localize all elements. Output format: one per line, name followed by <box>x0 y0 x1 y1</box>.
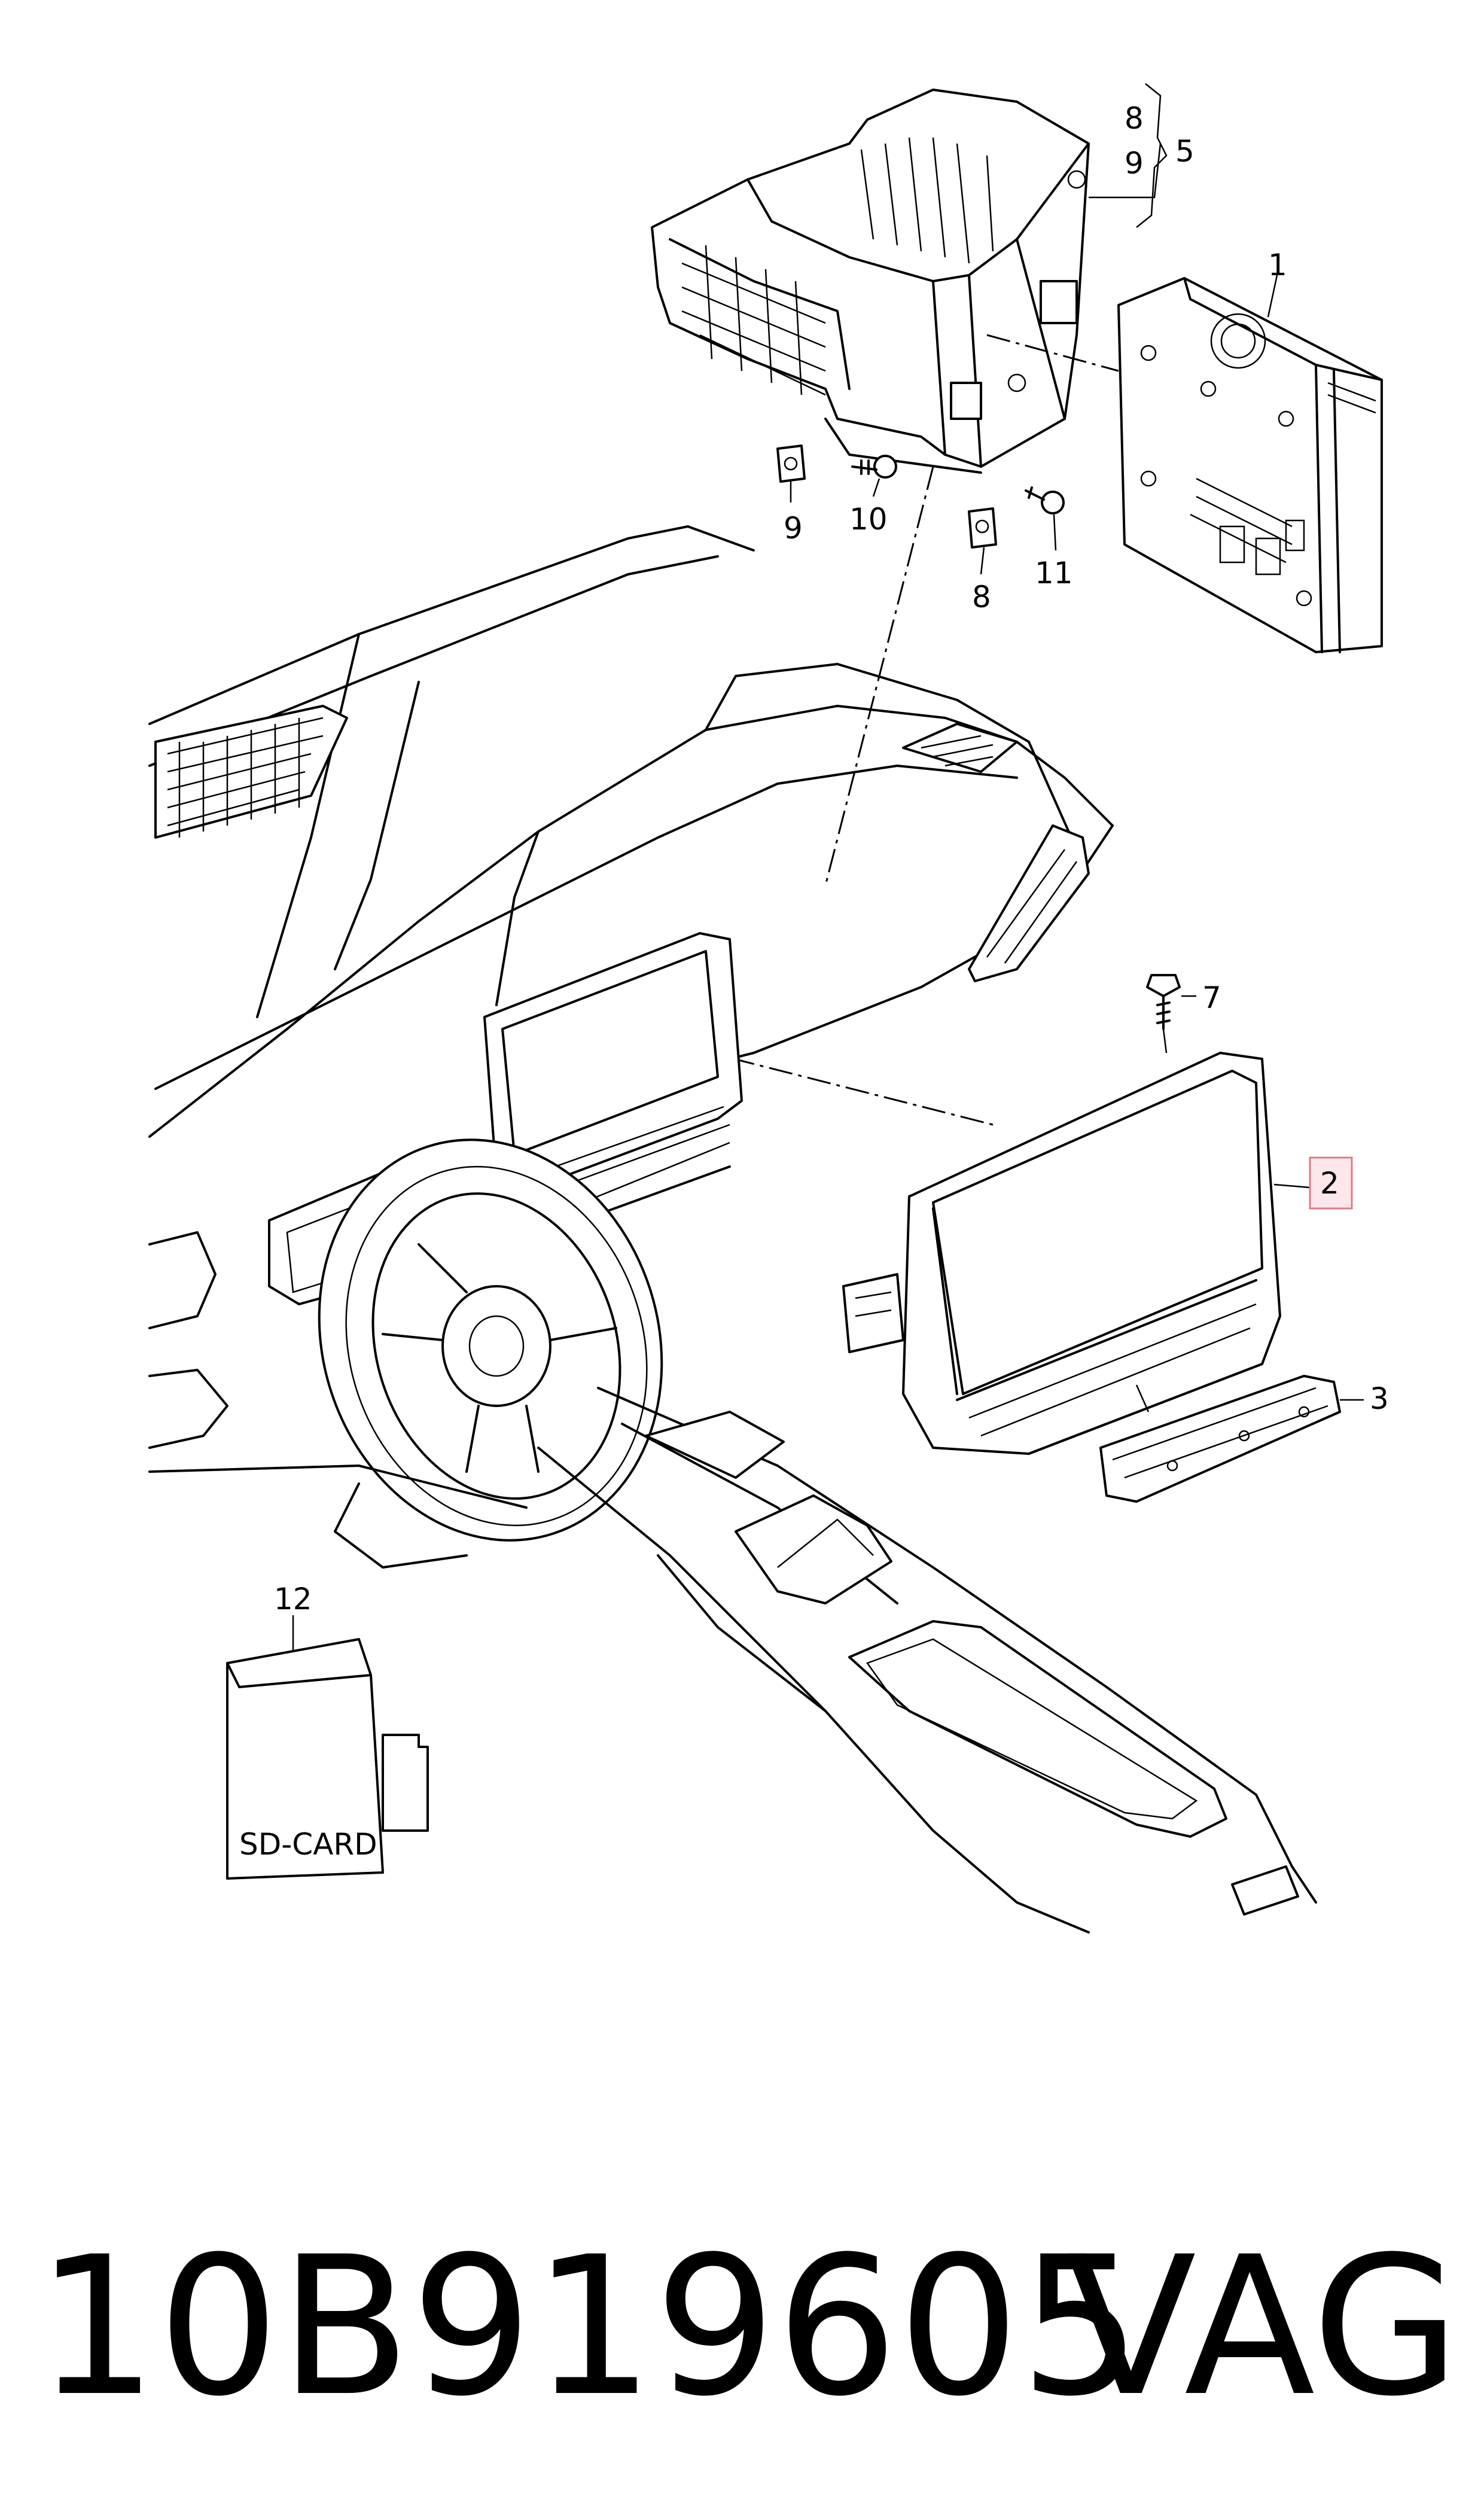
dashboard <box>148 525 1114 1449</box>
callout-9: 9 <box>784 511 803 546</box>
sd-card-booklet: SD-CARD <box>226 1638 429 1880</box>
bolt-11 <box>1025 486 1065 514</box>
brand-name: VAG <box>1065 2216 1460 2438</box>
bolt-10 <box>851 455 897 479</box>
clip-nut-8 <box>968 507 997 549</box>
callout-11: 11 <box>1035 556 1073 590</box>
callout-5: 5 <box>1175 134 1194 169</box>
callout-1: 1 <box>1268 248 1287 282</box>
callout-2-highlight <box>1309 1156 1353 1210</box>
parts-diagram: SD-CARD 8 9 5 1 9 10 8 11 7 2 3 12 <box>148 83 1389 1934</box>
display-unit <box>842 1052 1281 1455</box>
trim-strip <box>1099 1375 1341 1503</box>
sd-card-label: SD-CARD <box>239 1827 377 1862</box>
callout-12: 12 <box>274 1582 312 1616</box>
control-unit <box>1117 277 1383 653</box>
callout-3: 3 <box>1370 1381 1389 1416</box>
callout-8: 8 <box>972 580 991 614</box>
center-console <box>148 1387 1317 1934</box>
mounting-bracket <box>651 89 1090 474</box>
steering-wheel <box>318 1138 663 1569</box>
callout-labels: 8 9 5 1 9 10 8 11 7 2 3 12 <box>274 101 1389 1616</box>
callout-9-top: 9 <box>1125 146 1144 181</box>
callout-2: 2 <box>1320 1166 1339 1201</box>
screw-7 <box>1146 974 1181 1030</box>
part-number: 10B919605 <box>36 2216 1142 2438</box>
callout-8-top: 8 <box>1125 101 1144 136</box>
callout-7: 7 <box>1202 981 1221 1015</box>
callout-10: 10 <box>849 502 888 537</box>
clip-nut-9 <box>776 444 806 483</box>
